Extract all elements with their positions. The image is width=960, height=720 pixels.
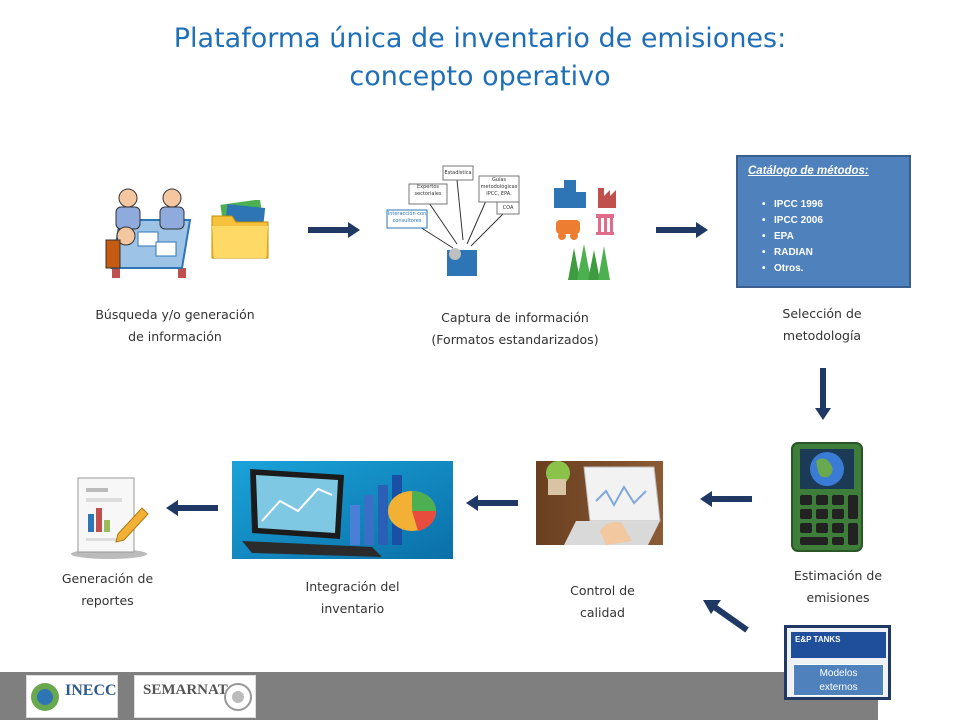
title-line-2: concepto operativo [349,61,611,92]
external-models: E&P TANKS Modelos externos [784,625,891,700]
source-guias: Guías metodológicas IPCC, EPA. [480,177,518,197]
source-interacciones: Interacción con consultores [387,211,427,224]
arrow-diagonal [703,598,751,634]
inecc-logo-text: INECC [65,682,117,699]
arrow-down [815,368,831,420]
step-label-integracion: Integración del inventario [305,579,400,616]
source-expertos: Expertos sectoriales [414,184,442,197]
step-label-generacion: Generación de reportes [61,571,154,608]
external-models-header: E&P TANKS [791,632,886,658]
report-icon [66,474,152,560]
folder-icon [208,199,272,260]
catalog-item: Otros. [762,261,899,277]
arrow-right-2 [656,222,708,238]
footer-corner [878,672,960,720]
step-label-busqueda: Búsqueda y/o generación de información [95,307,255,344]
inecc-logo: INECC [26,675,118,718]
laptop-image [536,461,663,545]
step-label-estimacion: Estimación de emisiones [793,568,883,605]
semarnat-logo: SEMARNAT [134,675,256,718]
capture-diagram [385,160,535,290]
catalog-item: IPCC 2006 [762,213,899,229]
external-models-label: Modelos externos [793,664,884,696]
catalog-item: EPA [762,229,899,245]
monitor-chart-image [232,461,453,559]
arrow-left-2 [466,495,518,511]
source-coa: COA [502,205,514,211]
catalog-title: Catálogo de métodos: [748,165,869,177]
arrow-left-3 [166,500,218,516]
title-line-1: Plataforma única de inventario de emisio… [173,23,787,54]
meeting-image [100,180,200,278]
step-label-control: Control de calidad [570,583,635,620]
semarnat-logo-text: SEMARNAT [143,682,228,698]
catalog-item: RADIAN [762,245,899,261]
page-title: Plataforma única de inventario de emisio… [0,20,960,96]
arrow-right-1 [308,222,360,238]
step-label-seleccion: Selección de metodología [782,306,862,343]
sector-icons [550,178,620,283]
methods-catalog: Catálogo de métodos: IPCC 1996 IPCC 2006… [736,155,911,288]
source-estadistica: Estadística [444,170,472,176]
arrow-left-1 [700,491,752,507]
step-label-captura: Captura de información (Formatos estanda… [431,310,599,347]
calculator-icon [790,441,864,553]
catalog-item: IPCC 1996 [762,197,899,213]
catalog-list: IPCC 1996 IPCC 2006 EPA RADIAN Otros. [748,197,899,277]
